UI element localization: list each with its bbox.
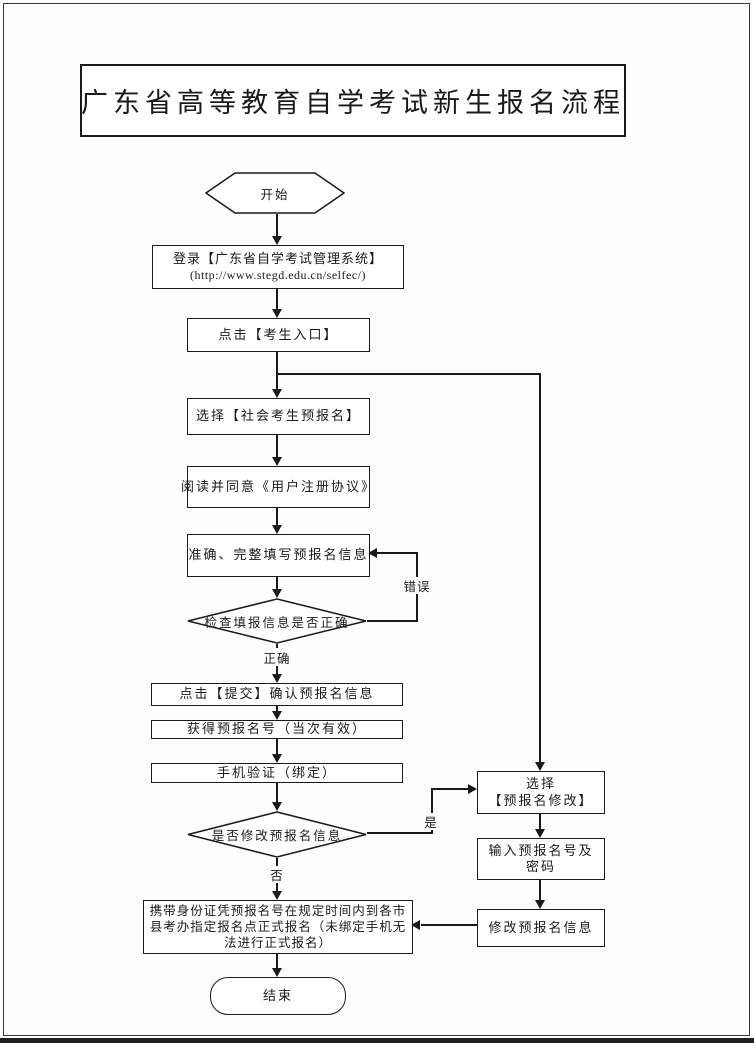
- obtain-label: 获得预报名号（当次有效）: [186, 721, 367, 737]
- arrowhead-domod: [535, 900, 545, 909]
- diamond-shape: [187, 598, 367, 644]
- connector-formal-end: [276, 952, 278, 969]
- connector-login-entry: [276, 287, 278, 310]
- arrowhead-select-modify: [535, 762, 545, 771]
- step-input-number-password: 输入预报名号及 密码: [477, 838, 605, 880]
- step-select-modify: 选择 【预报名修改】: [477, 771, 605, 814]
- input-line1: 输入预报名号及: [488, 842, 594, 858]
- connector-submit-obtain: [276, 704, 278, 712]
- connector-fill-check: [276, 575, 278, 590]
- connector-domod-formal: [421, 924, 477, 926]
- page-border: [3, 3, 750, 1036]
- decision-check-info: 检查填报信息是否正确: [187, 598, 367, 644]
- select-modify-line1: 选择: [525, 776, 556, 792]
- step-do-modify: 修改预报名信息: [477, 909, 605, 947]
- do-modify-label: 修改预报名信息: [488, 919, 594, 935]
- phone-label: 手机验证（绑定）: [216, 764, 337, 780]
- arrowhead-submit: [272, 674, 282, 683]
- login-url: (http://www.stegd.edu.cn/selfec/): [189, 267, 366, 282]
- step-fill-info: 准确、完整填写预报名信息: [187, 534, 370, 577]
- connector-input-domod: [539, 878, 541, 901]
- connector-yes-vertical: [431, 788, 433, 834]
- connector-entry-choose: [276, 350, 278, 389]
- connector-right-long: [539, 373, 541, 763]
- login-label: 登录【广东省自学考试管理系统】: [172, 251, 383, 267]
- edge-label-wrong: 错误: [390, 577, 444, 594]
- connector-start-login: [276, 214, 278, 237]
- arrowhead-obtain: [272, 711, 282, 720]
- fill-label: 准确、完整填写预报名信息: [188, 547, 369, 563]
- arrowhead-agree: [272, 457, 282, 466]
- connector-choose-agree: [276, 433, 278, 458]
- input-line2: 密码: [525, 859, 556, 874]
- arrowhead-domod-formal: [411, 920, 420, 930]
- choose-label: 选择【社会考生预报名】: [195, 408, 361, 424]
- connector-yes-into-box: [431, 788, 469, 790]
- connector-yes-horizontal: [367, 832, 433, 834]
- hexagon-shape: [205, 172, 345, 214]
- page-bottom-edge: [0, 1038, 754, 1043]
- arrowhead-fill: [272, 525, 282, 534]
- arrowhead-entry: [272, 309, 282, 318]
- edge-label-no: 否: [266, 866, 288, 883]
- end-node: 结束: [210, 977, 346, 1015]
- entry-label: 点击【考生入口】: [218, 326, 339, 342]
- agree-label: 阅读并同意《用户注册协议》: [181, 478, 377, 494]
- arrowhead-yes: [468, 784, 477, 794]
- step-login-system: 登录【广东省自学考试管理系统】 (http://www.stegd.edu.cn…: [152, 245, 404, 289]
- edge-label-yes: 是: [420, 813, 442, 830]
- arrowhead-check: [272, 589, 282, 598]
- arrowhead-formal: [272, 891, 282, 900]
- step-submit-confirm: 点击【提交】确认预报名信息: [151, 683, 403, 706]
- arrowhead-phone: [272, 754, 282, 763]
- connector-phone-modq: [276, 781, 278, 803]
- step-choose-preregistration: 选择【社会考生预报名】: [187, 398, 370, 435]
- connector-error-horizontal: [367, 620, 418, 622]
- step-obtain-number: 获得预报名号（当次有效）: [151, 720, 403, 739]
- arrowhead-input: [535, 829, 545, 838]
- connector-error-return: [377, 552, 418, 554]
- title-box: 广东省高等教育自学考试新生报名流程: [80, 64, 626, 137]
- arrowhead-error-return: [368, 548, 377, 558]
- step-phone-verify: 手机验证（绑定）: [151, 763, 403, 783]
- decision-modify-info: 是否修改预报名信息: [187, 811, 367, 858]
- edge-label-correct: 正确: [250, 648, 304, 666]
- connector-selmod-input: [539, 812, 541, 830]
- connector-branch-right: [276, 373, 541, 375]
- select-modify-line2: 【预报名修改】: [488, 792, 594, 808]
- arrowhead-modq: [272, 802, 282, 811]
- formal-line2: 县考办指定报名点正式报名（未绑定手机无: [149, 920, 407, 934]
- arrowhead-end: [272, 968, 282, 977]
- start-label: 开始: [260, 187, 290, 202]
- formal-line1: 携带身份证凭预报名号在规定时间内到各市: [149, 904, 407, 918]
- formal-line3: 法进行正式报名）: [223, 936, 332, 950]
- connector-agree-fill: [276, 506, 278, 526]
- diamond-shape: [187, 811, 367, 858]
- submit-label: 点击【提交】确认预报名信息: [179, 686, 375, 702]
- connector-obtain-phone: [276, 737, 278, 755]
- page-title: 广东省高等教育自学考试新生报名流程: [81, 88, 625, 118]
- step-agree-protocol: 阅读并同意《用户注册协议》: [181, 466, 374, 508]
- arrowhead-choose: [272, 389, 282, 398]
- check-label: 检查填报信息是否正确: [204, 615, 350, 630]
- end-label: 结束: [262, 987, 293, 1003]
- start-node: 开始: [205, 172, 345, 214]
- step-formal-registration: 携带身份证凭预报名号在规定时间内到各市 县考办指定报名点正式报名（未绑定手机无 …: [143, 900, 413, 954]
- step-candidate-entry: 点击【考生入口】: [187, 318, 370, 352]
- arrowhead-login: [272, 236, 282, 245]
- modify-question-label: 是否修改预报名信息: [211, 829, 343, 843]
